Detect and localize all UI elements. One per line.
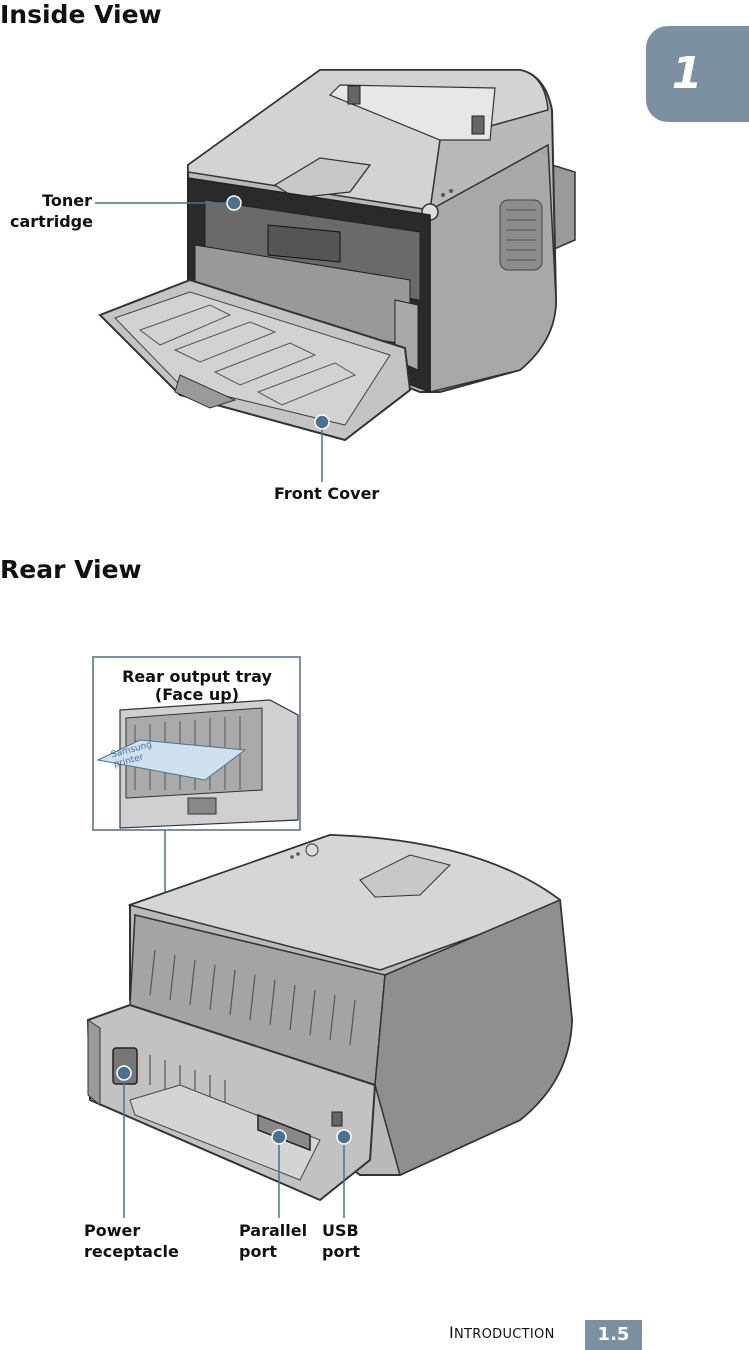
printer-rear-view-illustration xyxy=(86,656,574,1218)
footer-section-first: I xyxy=(449,1323,455,1342)
printer-inside-view-illustration xyxy=(95,69,576,482)
callout-usb-port: USB port xyxy=(322,1220,360,1262)
footer-section-name: INTRODUCTION xyxy=(449,1323,555,1342)
callout-power-receptacle: Power receptacle xyxy=(84,1220,179,1262)
callout-front-cover: Front Cover xyxy=(274,484,380,503)
callout-rear-output-tray-line1: Rear output tray xyxy=(122,667,272,686)
callout-usb-line1: USB xyxy=(322,1221,359,1240)
chapter-tab: 1 xyxy=(646,26,749,122)
callout-rear-output-tray: Rear output tray (Face up) xyxy=(94,668,300,704)
callout-parallel-line1: Parallel xyxy=(239,1221,308,1240)
callout-toner-line1: Toner xyxy=(42,191,92,210)
callout-rear-output-tray-line2: (Face up) xyxy=(154,685,240,704)
callout-parallel-line2: port xyxy=(239,1242,277,1261)
chapter-number: 1 xyxy=(671,48,703,99)
callout-toner-line2: cartridge xyxy=(10,212,93,231)
section-title-rear-view: Rear View xyxy=(0,555,142,584)
callout-usb-line2: port xyxy=(322,1242,360,1261)
section-title-inside-view: Inside View xyxy=(0,0,162,29)
callout-toner-cartridge: Toner cartridge xyxy=(10,190,93,232)
footer-section-rest: NTRODUCTION xyxy=(454,1327,555,1342)
callout-power-line2: receptacle xyxy=(84,1242,179,1261)
callout-power-line1: Power xyxy=(84,1221,141,1240)
page-number: 1.5 xyxy=(585,1320,642,1350)
callout-parallel-port: Parallel port xyxy=(239,1220,307,1262)
